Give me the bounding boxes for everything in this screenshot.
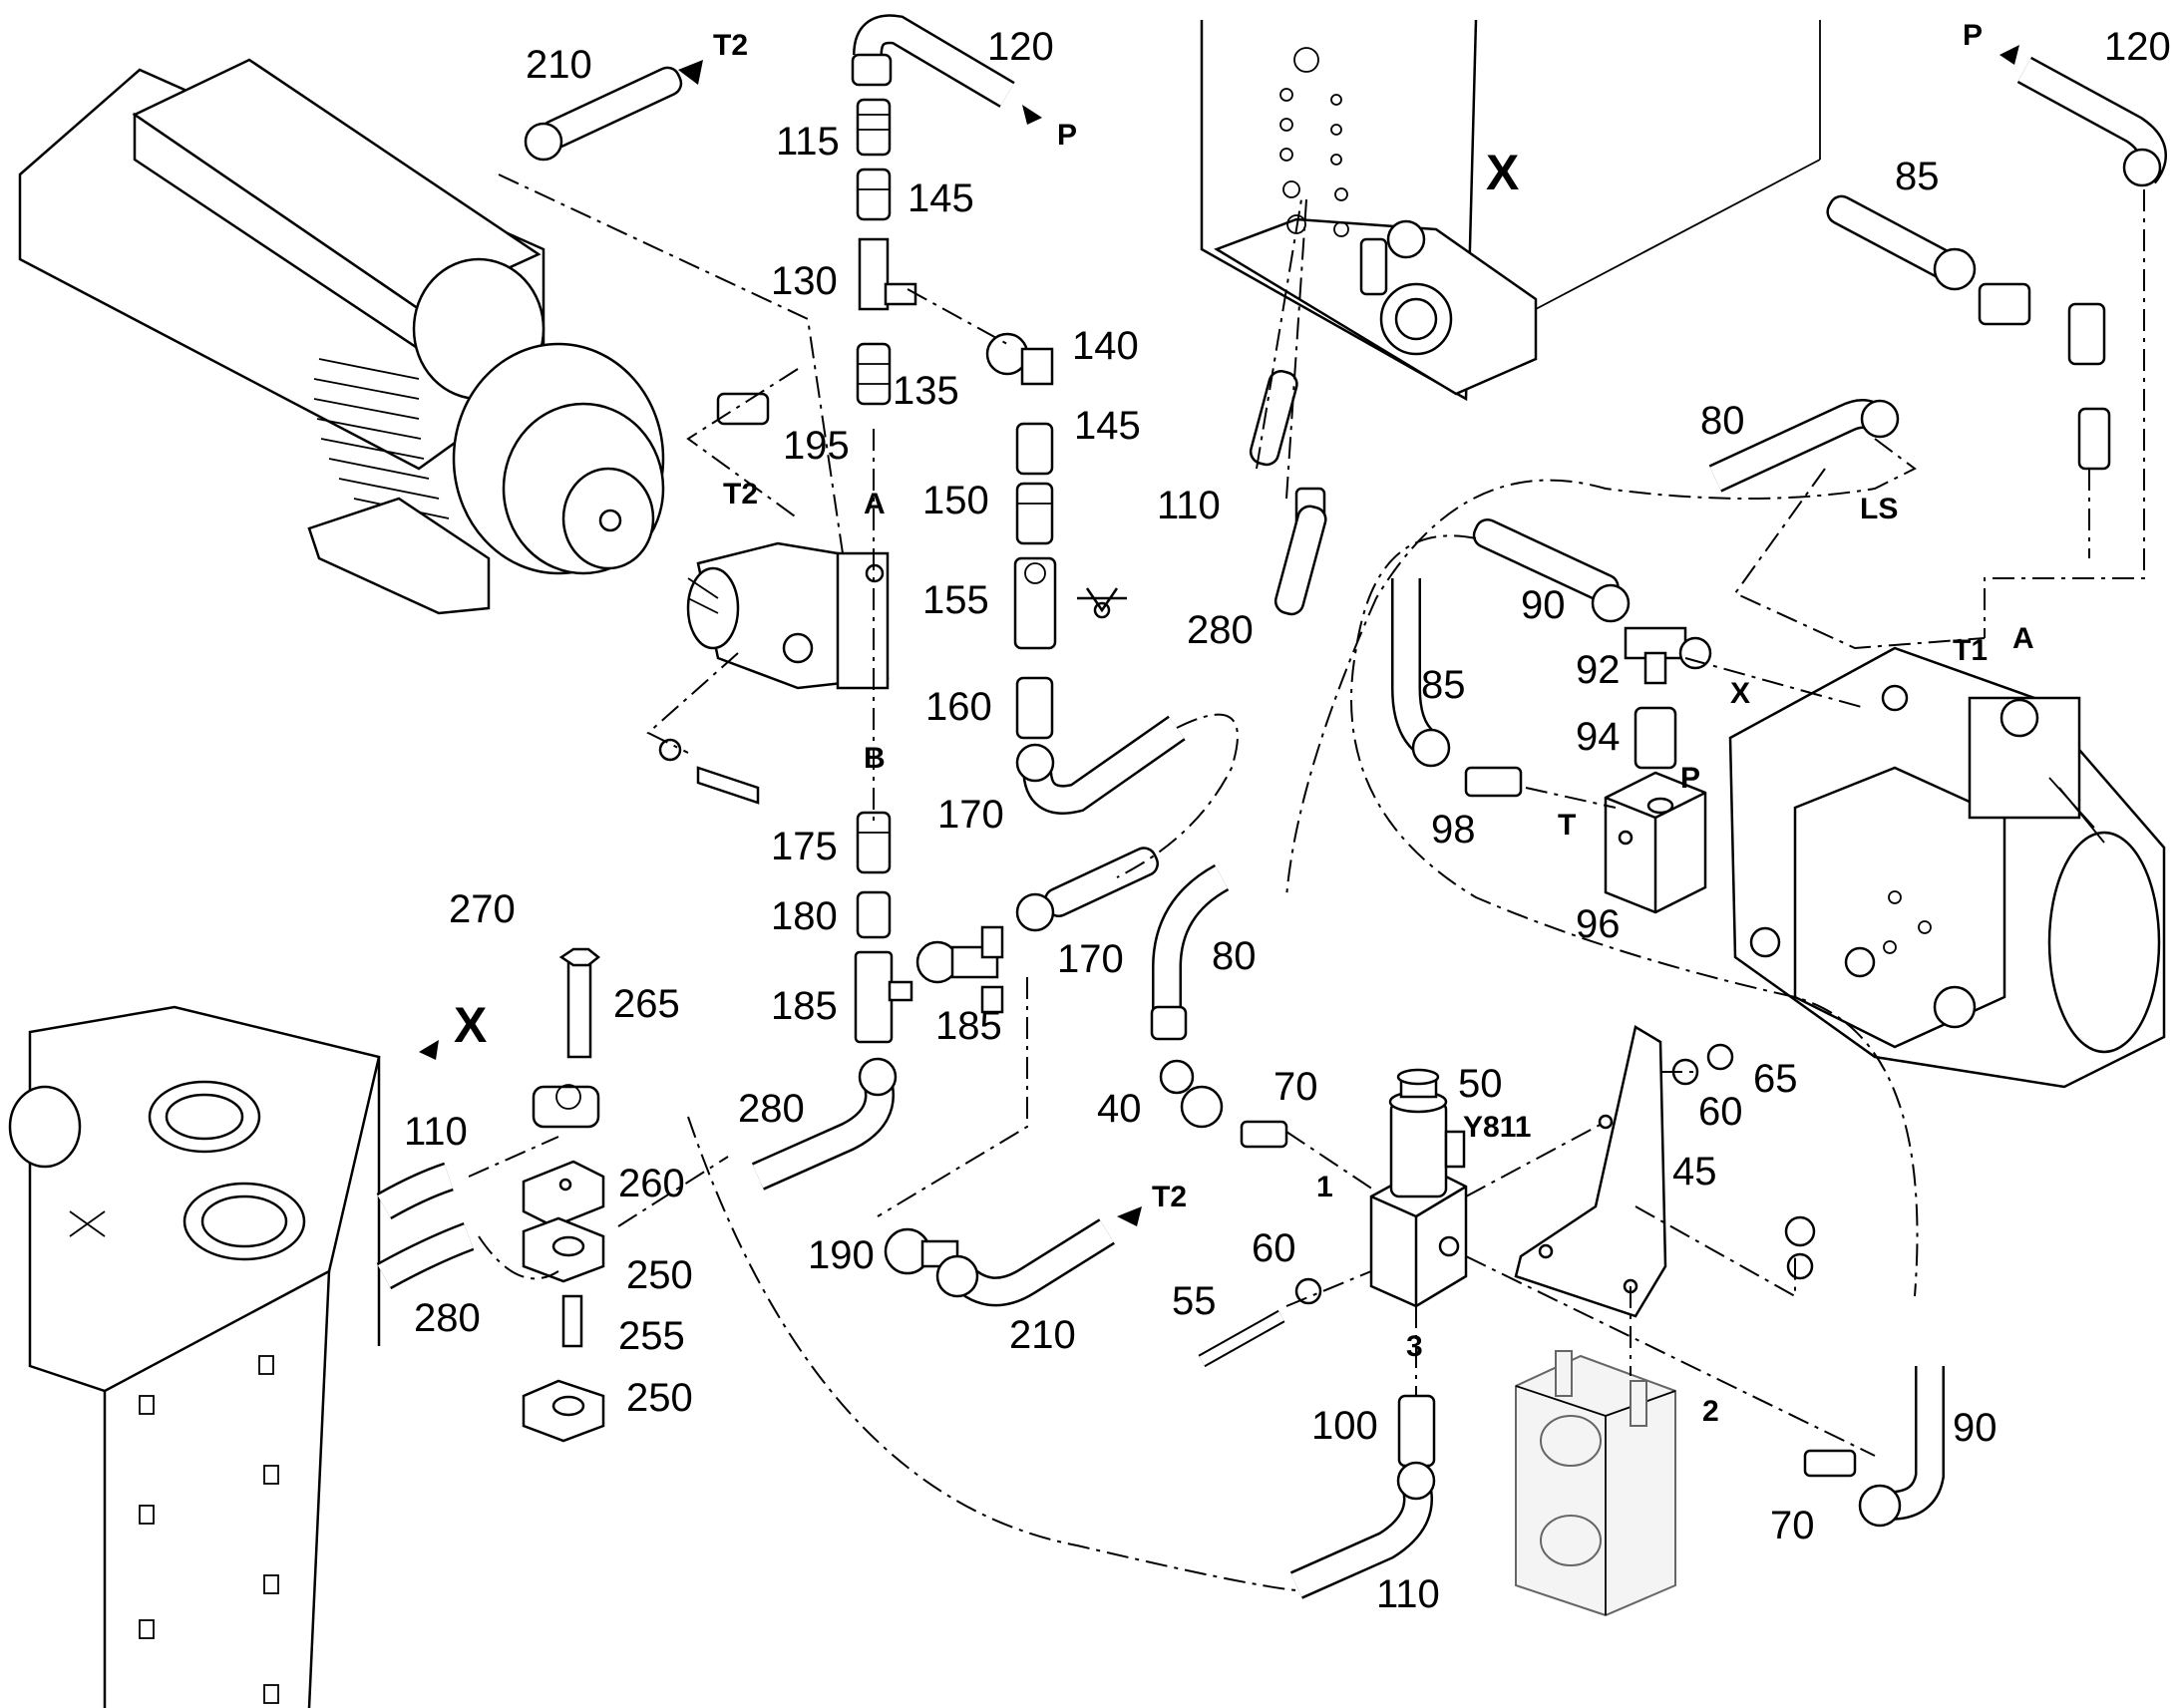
label-190: 190: [808, 1233, 875, 1277]
label-145-b: 145: [1074, 404, 1141, 448]
label-65: 65: [1753, 1057, 1798, 1101]
label-185-b: 185: [935, 1004, 1002, 1048]
label-70-b: 70: [1770, 1504, 1815, 1547]
label-280-b: 280: [414, 1296, 481, 1340]
label-60-a: 60: [1698, 1090, 1743, 1134]
label-270: 270: [449, 887, 516, 931]
label-265: 265: [613, 982, 680, 1026]
label-280-c: 280: [1187, 608, 1254, 652]
label-250-a: 250: [626, 1253, 693, 1297]
port-x-c: X: [1730, 677, 1750, 710]
port-t2-a: T2: [713, 29, 748, 62]
label-40: 40: [1097, 1087, 1142, 1131]
electric-motor: [18, 58, 665, 615]
label-55: 55: [1172, 1279, 1217, 1323]
direction-arrows: [419, 45, 2019, 1226]
port-t2-b: T2: [723, 478, 758, 511]
label-175: 175: [771, 825, 838, 868]
label-250-b: 250: [626, 1376, 693, 1420]
fitting-stack: [716, 98, 2111, 1478]
label-140: 140: [1072, 324, 1139, 368]
label-115: 115: [776, 120, 840, 164]
label-98: 98: [1431, 808, 1476, 852]
port-b: B: [864, 742, 886, 775]
label-120-center: 120: [987, 25, 1054, 69]
port-t: T: [1558, 809, 1576, 842]
label-70-a: 70: [1273, 1065, 1318, 1109]
label-180: 180: [771, 894, 838, 938]
port-a-a: A: [864, 488, 886, 520]
label-280-a: 280: [738, 1087, 805, 1131]
port-p-b: P: [1963, 19, 1983, 52]
label-80-b: 80: [1700, 399, 1745, 443]
label-90-b: 90: [1953, 1406, 1998, 1450]
port-1: 1: [1316, 1171, 1333, 1203]
label-260: 260: [618, 1162, 685, 1205]
label-145-a: 145: [908, 176, 974, 220]
mounting-bracket-45: [1514, 1025, 1667, 1318]
label-90-a: 90: [1521, 583, 1566, 627]
port-x-b: X: [454, 997, 487, 1053]
label-110-a: 110: [404, 1110, 468, 1154]
label-170-a: 170: [937, 793, 1004, 837]
label-195: 195: [783, 424, 850, 468]
label-160: 160: [925, 685, 992, 729]
pressure-block-96: [1604, 771, 1707, 914]
pipe-clamp-stack: [522, 947, 605, 1443]
label-45: 45: [1672, 1150, 1717, 1194]
hoses: [376, 14, 2167, 1599]
tank-x-bottom: [8, 1005, 381, 1708]
port-x-a: X: [1486, 145, 1519, 200]
label-185-a: 185: [771, 984, 838, 1028]
label-120-right: 120: [2104, 25, 2171, 69]
port-p-a: P: [1057, 119, 1077, 152]
clamp-block: [1515, 1350, 1676, 1617]
port-labels: T2 P T2 A B X X T2 Y811 1 3 2 P LS T1 A …: [454, 19, 2034, 1428]
label-92: 92: [1576, 648, 1621, 692]
port-p-c: P: [1680, 762, 1700, 795]
label-94: 94: [1576, 715, 1621, 759]
port-y811: Y811: [1463, 1111, 1531, 1144]
label-50: 50: [1458, 1062, 1503, 1106]
label-96: 96: [1576, 902, 1621, 946]
label-155: 155: [922, 578, 989, 622]
port-ls: LS: [1860, 493, 1898, 525]
label-255: 255: [618, 1314, 685, 1358]
solenoid-valve-block: [1369, 1068, 1468, 1308]
label-85-a: 85: [1895, 155, 1940, 198]
label-110-b: 110: [1157, 484, 1221, 527]
connection-lines: [468, 173, 2145, 1591]
label-170-b: 170: [1057, 937, 1124, 981]
label-100: 100: [1311, 1404, 1378, 1448]
port-a-b: A: [2012, 622, 2034, 655]
port-2: 2: [1702, 1395, 1719, 1428]
label-110-c: 110: [1376, 1572, 1440, 1616]
label-80-a: 80: [1212, 934, 1257, 978]
label-85-b: 85: [1421, 663, 1466, 707]
piston-pump: [1728, 646, 2166, 1089]
gear-pump: [658, 541, 890, 805]
label-210-top: 210: [526, 43, 592, 87]
label-130: 130: [771, 259, 838, 303]
label-60-b: 60: [1252, 1226, 1296, 1270]
port-3: 3: [1406, 1330, 1423, 1363]
label-150: 150: [922, 479, 989, 522]
label-135: 135: [893, 369, 959, 413]
part-number-labels: 210 120 115 145 130 140 135 145 195 150 …: [404, 25, 2171, 1616]
port-t1: T1: [1953, 634, 1988, 667]
tank-x-top: [1200, 19, 1821, 402]
label-210-bottom: 210: [1009, 1313, 1076, 1357]
port-t2-c: T2: [1152, 1181, 1187, 1213]
